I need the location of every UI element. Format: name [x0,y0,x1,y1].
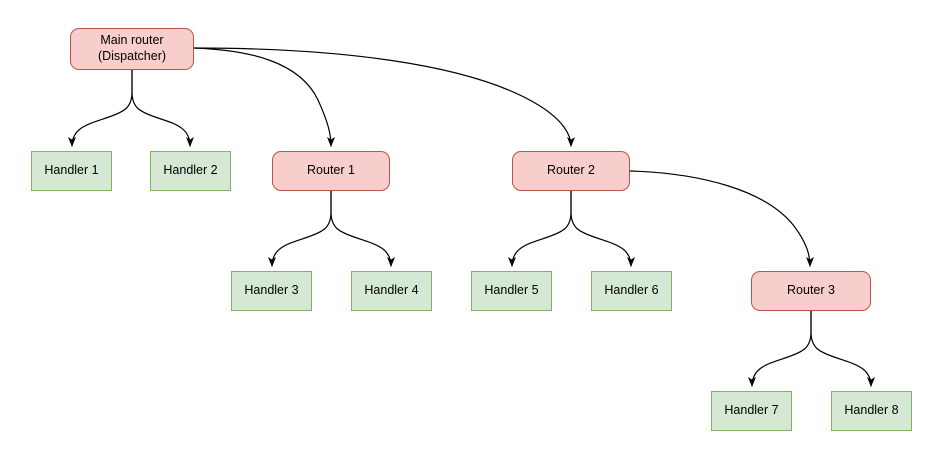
edge-main-router-to-router-2 [193,47,575,147]
node-label-handler-6: Handler 6 [604,283,659,298]
node-handler-5[interactable]: Handler 5 [471,271,552,311]
node-label-handler-8: Handler 8 [844,403,899,418]
node-label-router-2: Router 2 [547,163,595,178]
node-label-handler-1: Handler 1 [44,163,99,178]
node-label-main-router: Main router (Dispatcher) [97,33,167,63]
edge-router-3-to-handler-7 [748,310,812,387]
edge-paths-group [68,47,875,387]
node-handler-1[interactable]: Handler 1 [31,151,112,191]
edge-main-router-to-handler-2 [131,69,194,147]
node-main-router[interactable]: Main router (Dispatcher) [70,28,194,70]
edge-router-2-to-handler-6 [570,190,635,267]
node-router-1[interactable]: Router 1 [272,151,390,191]
node-handler-3[interactable]: Handler 3 [231,271,312,311]
edge-router-2-to-handler-5 [508,190,572,267]
edge-main-router-to-router-1 [193,47,335,147]
node-router-3[interactable]: Router 3 [751,271,871,311]
edge-router-2-to-router-3 [629,170,814,267]
node-handler-8[interactable]: Handler 8 [831,391,912,431]
node-handler-2[interactable]: Handler 2 [150,151,231,191]
node-label-handler-2: Handler 2 [163,163,218,178]
node-label-handler-3: Handler 3 [244,283,299,298]
edge-router-3-to-handler-8 [810,310,875,387]
node-label-handler-4: Handler 4 [364,283,419,298]
node-handler-6[interactable]: Handler 6 [591,271,672,311]
node-handler-7[interactable]: Handler 7 [711,391,792,431]
node-handler-4[interactable]: Handler 4 [351,271,432,311]
node-router-2[interactable]: Router 2 [512,151,630,191]
node-label-handler-7: Handler 7 [724,403,779,418]
node-label-handler-5: Handler 5 [484,283,539,298]
edge-router-1-to-handler-4 [330,190,395,267]
node-label-router-3: Router 3 [787,283,835,298]
edge-router-1-to-handler-3 [268,190,332,267]
edge-main-router-to-handler-1 [68,69,133,147]
node-label-router-1: Router 1 [307,163,355,178]
